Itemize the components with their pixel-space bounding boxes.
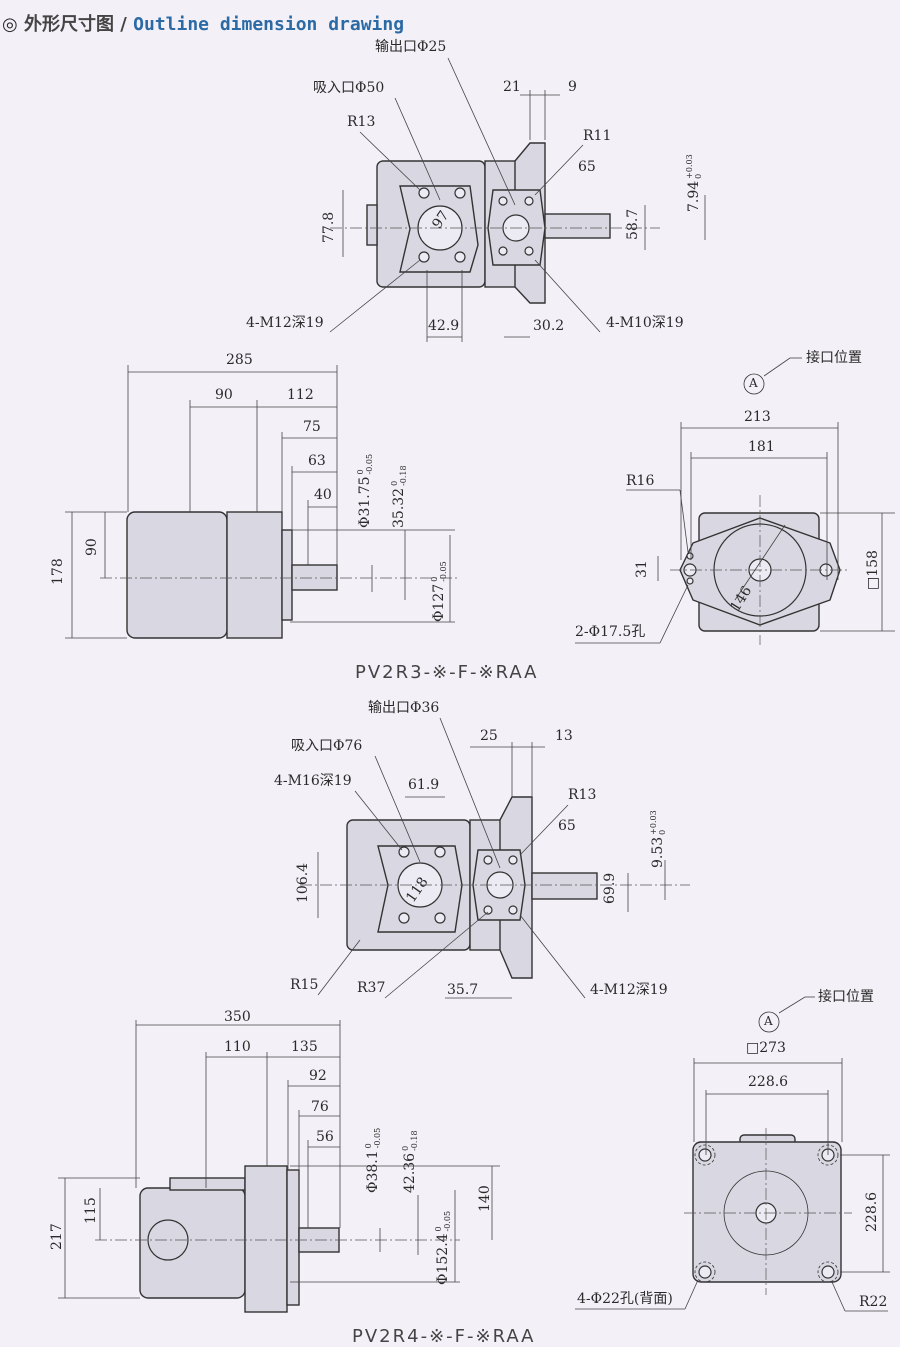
- pv2r3-dim-31: 31: [634, 560, 650, 578]
- pv2r4-pilot-dia: Φ152.40-0.05: [434, 1210, 452, 1285]
- pv2r3-dim-63: 63: [308, 453, 326, 469]
- pv2r4-model-label: PV2R4-※-F-※RAA: [352, 1326, 536, 1347]
- pv2r3-r11-label: R11: [583, 128, 612, 144]
- pv2r4-r22-label: R22: [859, 1294, 888, 1310]
- pv2r4-shaft-dia: Φ38.10-0.05: [364, 1127, 382, 1193]
- pv2r3-dim-21: 21: [503, 79, 521, 95]
- pv2r4-r37-label: R37: [357, 980, 386, 996]
- pv2r4-dim-92: 92: [309, 1068, 327, 1084]
- pv2r3-front-view: [575, 357, 895, 645]
- pv2r3-dim-30-2: 30.2: [533, 318, 565, 334]
- pv2r4-dim-110: 110: [224, 1039, 251, 1055]
- pv2r3-top-view: [329, 57, 706, 342]
- pv2r4-top-view: [300, 717, 690, 999]
- pv2r4-marker-a: A: [764, 1014, 773, 1028]
- pv2r4-side-view: [58, 1020, 500, 1313]
- header-title-cn: 外形尺寸图: [24, 14, 114, 35]
- pv2r4-dim-13: 13: [555, 728, 573, 744]
- pv2r4-thread-top: 4-M16深19: [274, 773, 352, 789]
- pv2r3-inlet-label: 吸入口Φ50: [313, 80, 385, 96]
- pv2r4-dim-61-9: 61.9: [408, 777, 440, 793]
- header-symbol: ◎: [2, 14, 18, 35]
- pv2r3-dim-181: 181: [748, 439, 775, 455]
- pv2r3-outlet-label: 输出口Φ25: [375, 39, 447, 55]
- pv2r3-dim-40: 40: [314, 487, 332, 503]
- pv2r4-port-position-label: 接口位置: [818, 989, 874, 1005]
- pv2r3-dim-90v: 90: [84, 538, 100, 556]
- pv2r4-sq273: □273: [746, 1040, 786, 1056]
- pv2r4-dim-35-7: 35.7: [447, 982, 479, 998]
- pv2r4-inlet-label: 吸入口Φ76: [291, 738, 363, 754]
- pv2r3-port-position-label: 接口位置: [806, 350, 862, 366]
- header-title-en: Outline dimension drawing: [133, 14, 405, 35]
- pv2r4-dim-56: 56: [316, 1129, 334, 1145]
- pv2r3-dim-77-8: 77.8: [321, 211, 337, 243]
- pv2r3-dim-42-9: 42.9: [428, 318, 460, 334]
- pv2r4-dim-228-6-h: 228.6: [748, 1074, 789, 1090]
- pv2r4-dim-65: 65: [558, 818, 576, 834]
- pv2r4-dim-115: 115: [83, 1197, 99, 1224]
- pv2r3-dim-65: 65: [578, 159, 596, 175]
- pv2r4-dim-350: 350: [224, 1009, 251, 1025]
- pv2r3-dim-90: 90: [215, 387, 233, 403]
- header-separator: /: [120, 14, 127, 35]
- pv2r3-r13-label: R13: [347, 114, 376, 130]
- pv2r3-side-view: [65, 365, 460, 639]
- pv2r3-dim-112: 112: [287, 387, 314, 403]
- pv2r3-pilot-dia: Φ1270-0.05: [430, 561, 448, 622]
- pv2r3-key-height: 35.320-0.18: [390, 465, 408, 528]
- pv2r3-holes-label: 2-Φ17.5孔: [575, 624, 646, 640]
- pv2r4-dim-228-6-v: 228.6: [864, 1191, 880, 1232]
- pv2r3-dim-75: 75: [303, 419, 321, 435]
- page-header: ◎ 外形尺寸图 / Outline dimension drawing: [2, 10, 404, 36]
- pv2r4-dim-69-9: 69.9: [602, 872, 618, 904]
- pv2r3-thread-left: 4-M12深19: [246, 315, 324, 331]
- pv2r4-r15-label: R15: [290, 977, 319, 993]
- pv2r3-r16-label: R16: [626, 473, 655, 489]
- pv2r4-dim-25: 25: [480, 728, 498, 744]
- pv2r3-dim-285: 285: [226, 352, 253, 368]
- pv2r3-dim-9: 9: [568, 79, 577, 95]
- pv2r4-dim-76: 76: [311, 1099, 329, 1115]
- pv2r4-outlet-label: 输出口Φ36: [368, 700, 440, 716]
- pv2r4-front-view: [575, 996, 890, 1312]
- pv2r4-key-height: 42.360-0.18: [401, 1130, 419, 1193]
- pv2r4-dim-135: 135: [291, 1039, 318, 1055]
- pv2r3-model-label: PV2R3-※-F-※RAA: [355, 662, 539, 683]
- pv2r3-shaft-dia: Φ31.750-0.05: [356, 453, 374, 528]
- pv2r3-dim-178: 178: [50, 558, 66, 585]
- pv2r3-marker-a: A: [749, 376, 758, 390]
- pv2r3-thread-right: 4-M10深19: [606, 315, 684, 331]
- pv2r4-thread-bottom: 4-M12深19: [590, 982, 668, 998]
- pv2r3-sq158: □158: [865, 550, 881, 590]
- pv2r3-dim-58-7: 58.7: [625, 208, 641, 240]
- pv2r3-dim-213: 213: [744, 409, 771, 425]
- pv2r4-dim-140: 140: [477, 1185, 493, 1212]
- pv2r4-r13-label: R13: [568, 787, 597, 803]
- pv2r4-dim-217: 217: [49, 1223, 65, 1250]
- pv2r4-dim-106-4: 106.4: [295, 862, 311, 903]
- pv2r4-holes-label: 4-Φ22孔(背面): [577, 1291, 673, 1307]
